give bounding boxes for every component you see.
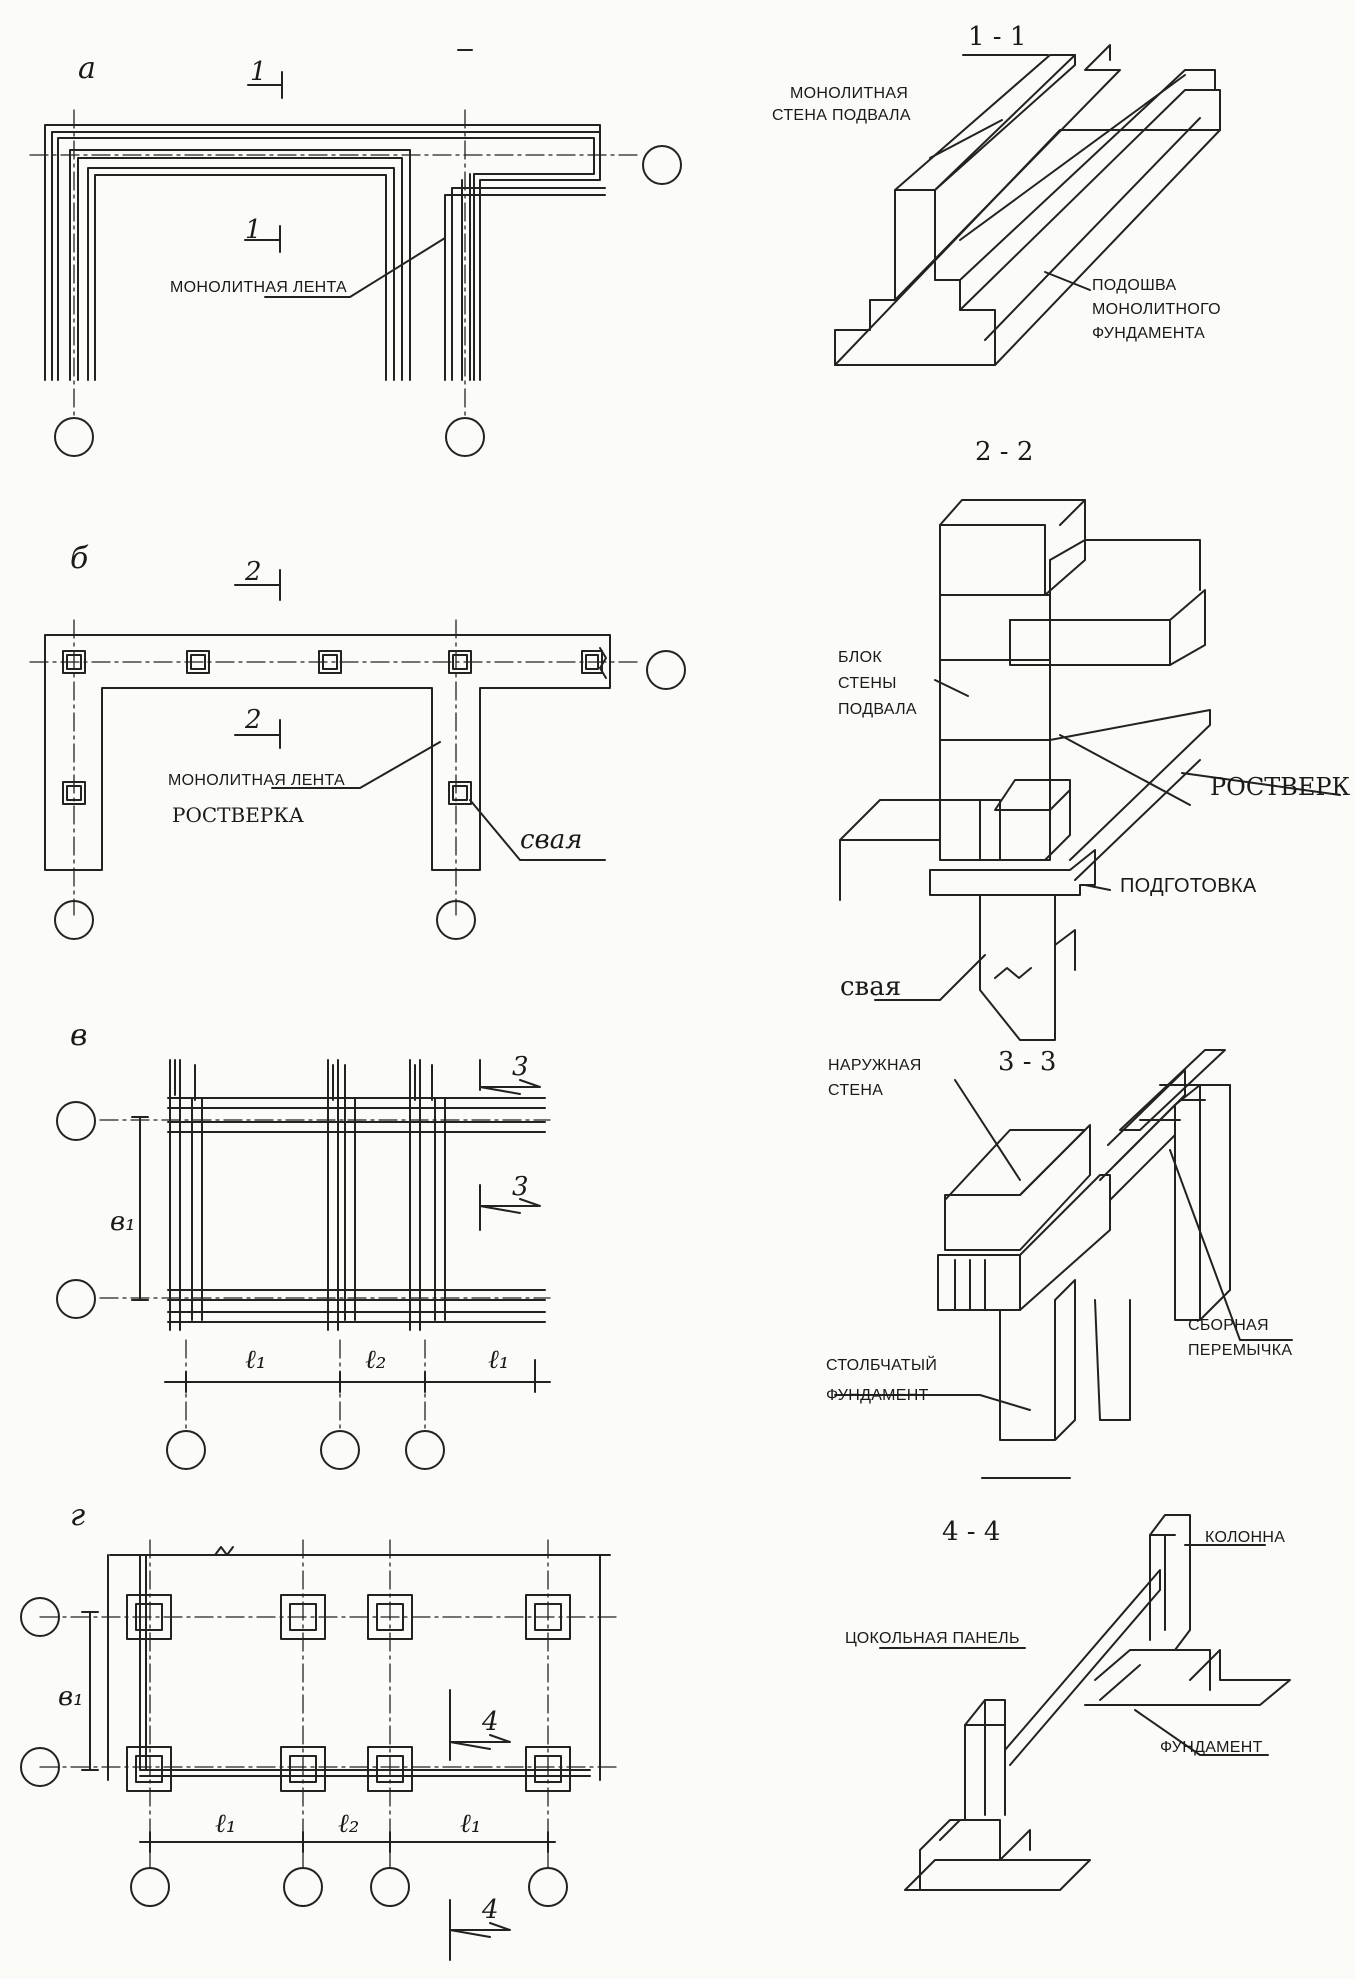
section-1-1-drawing [834,44,1221,366]
section-3-3-found-line1: СТОЛБЧАТЫЙ [826,1355,937,1374]
plan-v-dim-l1b: ℓ₁ [488,1345,509,1375]
section-1-1-sole-line1: ПОДОШВА [1092,277,1176,294]
section-2-2-prep: ПОДГОТОВКА [1120,875,1257,897]
section-1-1-wall-line1: МОНОЛИТНАЯ [790,85,908,102]
plan-v-dim-l1a: ℓ₁ [245,1345,266,1375]
plan-a-cut-lower: 1 [245,215,262,245]
plan-v-cut-upper: 3 [512,1052,529,1082]
section-4-4-drawing [879,1477,1291,1891]
section-3-3-drawing [834,1049,1293,1441]
plan-a-label: МОНОЛИТНАЯ ЛЕНТА [170,279,347,296]
plan-b-cut-lower: 2 [244,705,262,735]
plan-g-drawing [20,1539,621,1961]
plan-g-letter: г [70,1498,85,1533]
plan-b-label-line1: МОНОЛИТНАЯ ЛЕНТА [168,772,345,789]
plan-g-cut-upper: 4 [481,1707,499,1737]
plan-v-drawing [56,1059,551,1470]
section-2-2-block-line2: СТЕНЫ [838,675,897,692]
section-4-4-column: КОЛОННА [1205,1529,1285,1546]
section-4-4-title: 4 - 4 [942,1517,1000,1547]
plan-a-drawing [29,49,682,457]
plan-g-dim-l1b: ℓ₁ [460,1809,481,1839]
section-2-2-block-line1: БЛОК [838,649,882,666]
plan-g-dim-b: в₁ [58,1682,84,1712]
section-3-3-found-line2: ФУНДАМЕНТ [826,1387,929,1404]
section-2-2-pile: свая [840,972,901,1002]
section-3-3-title: 3 - 3 [998,1047,1056,1077]
plan-g-dim-l1a: ℓ₁ [215,1809,236,1839]
plan-b-letter: б [70,541,89,576]
section-2-2-drawing [839,499,1341,1041]
plan-a-letter: а [78,51,96,86]
section-2-2-block-line3: ПОДВАЛА [838,701,917,718]
plan-g-dim-l2: ℓ₂ [338,1809,359,1839]
plan-g-cut-lower: 4 [481,1895,499,1925]
plan-v-dim-l2: ℓ₂ [365,1345,386,1375]
section-3-3-wall-line2: СТЕНА [828,1082,883,1099]
section-2-2-grillage: РОСТВЕРК [1210,773,1351,801]
section-1-1-sole-line2: МОНОЛИТНОГО [1092,301,1221,318]
section-3-3-lintel-line1: СБОРНАЯ [1188,1317,1269,1334]
plan-v-cut-lower: 3 [512,1172,529,1202]
section-4-4-panel: ЦОКОЛЬНАЯ ПАНЕЛЬ [845,1630,1020,1647]
section-2-2-title: 2 - 2 [975,437,1033,467]
section-1-1-wall-line2: СТЕНА ПОДВАЛА [772,107,911,124]
plan-b-pile-label: свая [520,825,582,855]
plan-b-drawing [29,569,686,940]
section-4-4-found: ФУНДАМЕНТ [1160,1739,1263,1756]
plan-v-dim-b: в₁ [110,1207,136,1237]
section-1-1-title: 1 - 1 [968,22,1026,52]
section-1-1-sole-line3: ФУНДАМЕНТА [1092,325,1205,342]
section-3-3-lintel-line2: ПЕРЕМЫЧКА [1188,1342,1292,1359]
plan-a-cut-upper: 1 [250,57,267,87]
plan-b-cut-upper: 2 [244,557,262,587]
plan-v-letter: в [70,1018,87,1053]
section-3-3-wall-line1: НАРУЖНАЯ [828,1057,922,1074]
plan-b-label-line2: РОСТВЕРКА [172,803,304,827]
